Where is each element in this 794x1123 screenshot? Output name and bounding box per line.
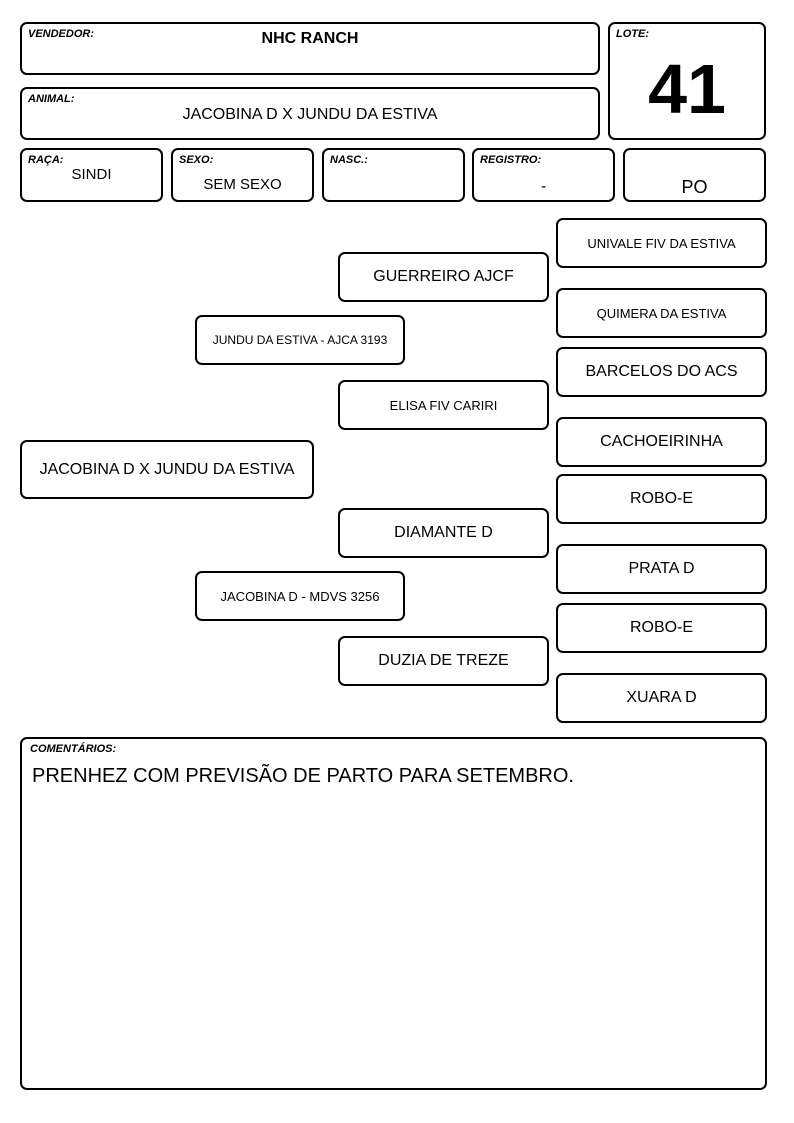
pedigree-dam-sire: DIAMANTE D [338, 508, 549, 558]
vendedor-box: VENDEDOR: NHC RANCH [20, 22, 600, 75]
raca-box: RAÇA: SINDI [20, 148, 163, 202]
pedigree-dam: JACOBINA D - MDVS 3256 [195, 571, 405, 621]
registro-label: REGISTRO: [480, 154, 542, 166]
pedigree-ggp-1: UNIVALE FIV DA ESTIVA [556, 218, 767, 268]
sexo-box: SEXO: SEM SEXO [171, 148, 314, 202]
lote-box: LOTE: 41 [608, 22, 766, 140]
pedigree-ggp-3: BARCELOS DO ACS [556, 347, 767, 397]
lote-label: LOTE: [616, 28, 649, 40]
sexo-label: SEXO: [179, 154, 214, 166]
animal-value: JACOBINA D X JUNDU DA ESTIVA [182, 106, 438, 123]
pedigree-ggp-7: ROBO-E [556, 603, 767, 653]
categoria-value: PO [681, 177, 708, 197]
animal-label: ANIMAL: [28, 93, 75, 105]
vendedor-value: NHC RANCH [261, 30, 359, 47]
animal-box: ANIMAL: JACOBINA D X JUNDU DA ESTIVA [20, 87, 600, 140]
comments-box: COMENTÁRIOS: PRENHEZ COM PREVISÃO DE PAR… [20, 737, 767, 1090]
pedigree-ggp-8: XUARA D [556, 673, 767, 723]
comments-label: COMENTÁRIOS: [30, 743, 117, 755]
categoria-box: PO [623, 148, 766, 202]
pedigree-sire-sire: GUERREIRO AJCF [338, 252, 549, 302]
pedigree-ggp-4: CACHOEIRINHA [556, 417, 767, 467]
pedigree-ggp-6: PRATA D [556, 544, 767, 594]
registro-box: REGISTRO: - [472, 148, 615, 202]
raca-value: SINDI [71, 166, 112, 183]
pedigree-ggp-2: QUIMERA DA ESTIVA [556, 288, 767, 338]
nasc-box: NASC.: [322, 148, 465, 202]
registro-value: - [540, 178, 547, 195]
pedigree-ggp-5: ROBO-E [556, 474, 767, 524]
pedigree-sire: JUNDU DA ESTIVA - AJCA 3193 [195, 315, 405, 365]
nasc-label: NASC.: [330, 154, 368, 166]
sexo-value: SEM SEXO [203, 176, 282, 193]
pedigree-dam-dam: DUZIA DE TREZE [338, 636, 549, 686]
vendedor-label: VENDEDOR: [28, 28, 95, 40]
pedigree-sire-dam: ELISA FIV CARIRI [338, 380, 549, 430]
comments-text: PRENHEZ COM PREVISÃO DE PARTO PARA SETEM… [32, 765, 574, 787]
pedigree-subject: JACOBINA D X JUNDU DA ESTIVA [20, 440, 314, 499]
raca-label: RAÇA: [28, 154, 64, 166]
lote-number: 41 [648, 50, 726, 128]
